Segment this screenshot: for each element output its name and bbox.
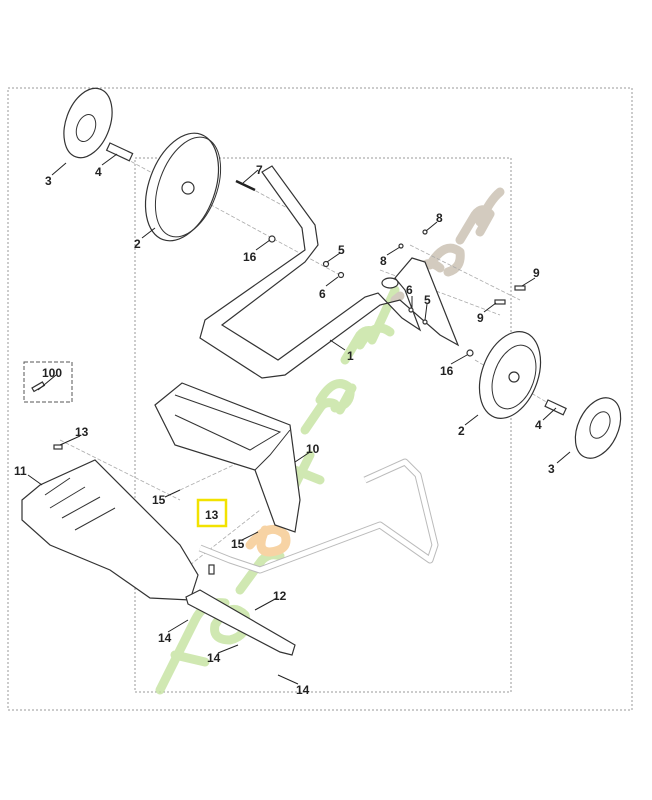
label-16[interactable]: 16 bbox=[243, 250, 257, 264]
label-15[interactable]: 15 bbox=[231, 537, 245, 551]
wheel-cap-part-3[interactable] bbox=[55, 82, 121, 165]
label-14[interactable]: 14 bbox=[158, 631, 172, 645]
label-8[interactable]: 8 bbox=[436, 211, 443, 225]
label-5[interactable]: 5 bbox=[338, 243, 345, 257]
hopper-part-10[interactable] bbox=[154, 382, 301, 533]
label-13[interactable]: 13 bbox=[75, 425, 89, 439]
label-2[interactable]: 2 bbox=[458, 424, 465, 438]
label-7[interactable]: 7 bbox=[256, 163, 263, 177]
leader-lines bbox=[27, 153, 571, 685]
label-13-highlighted[interactable]: 13 bbox=[205, 508, 219, 522]
label-3[interactable]: 3 bbox=[548, 462, 555, 476]
label-14[interactable]: 14 bbox=[207, 651, 221, 665]
label-5[interactable]: 5 bbox=[424, 293, 431, 307]
wheel-cap-part-3-right[interactable] bbox=[566, 391, 629, 466]
rail-part-12[interactable] bbox=[185, 589, 296, 656]
axle-bolt-part-4[interactable] bbox=[105, 142, 134, 162]
label-12[interactable]: 12 bbox=[273, 589, 287, 603]
highlight-box-part-13 bbox=[196, 498, 228, 528]
label-16[interactable]: 16 bbox=[440, 364, 454, 378]
label-100[interactable]: 100 bbox=[42, 366, 62, 380]
chute-part-11[interactable] bbox=[21, 459, 199, 601]
wheel-part-2-right[interactable] bbox=[468, 323, 551, 427]
screw-part-13[interactable] bbox=[208, 564, 215, 575]
kit-100-border bbox=[23, 361, 73, 403]
label-4[interactable]: 4 bbox=[535, 418, 542, 432]
label-6[interactable]: 6 bbox=[319, 287, 326, 301]
label-9[interactable]: 9 bbox=[477, 311, 484, 325]
label-8[interactable]: 8 bbox=[380, 254, 387, 268]
outer-dashed-border bbox=[7, 87, 633, 711]
inner-dashed-border bbox=[134, 157, 512, 693]
label-14[interactable]: 14 bbox=[296, 683, 310, 697]
label-10[interactable]: 10 bbox=[306, 442, 320, 456]
frame-part-1[interactable] bbox=[199, 165, 460, 379]
label-6[interactable]: 6 bbox=[406, 283, 413, 297]
label-2[interactable]: 2 bbox=[134, 237, 141, 251]
label-4[interactable]: 4 bbox=[95, 165, 102, 179]
label-11[interactable]: 11 bbox=[14, 464, 27, 478]
wheel-part-2[interactable] bbox=[132, 123, 233, 251]
label-1[interactable]: 1 bbox=[347, 349, 354, 363]
part-labels: 3 4 2 7 16 5 6 8 8 6 5 9 9 1 16 100 13 1… bbox=[14, 163, 555, 697]
axle-bolt-part-4-right[interactable] bbox=[544, 399, 567, 416]
label-15[interactable]: 15 bbox=[152, 493, 166, 507]
label-3[interactable]: 3 bbox=[45, 174, 52, 188]
label-9[interactable]: 9 bbox=[533, 266, 540, 280]
